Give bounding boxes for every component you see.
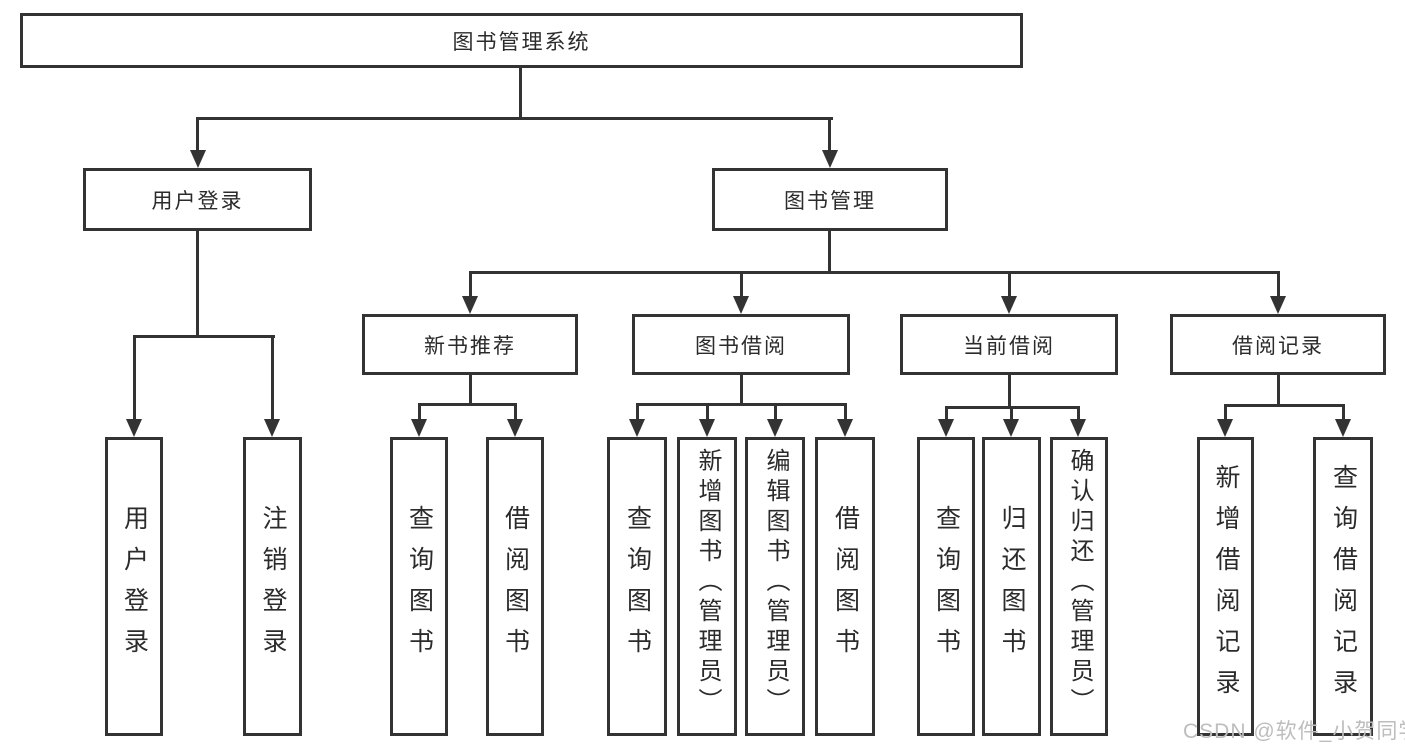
leaf-label: 查询借阅记录 — [1329, 463, 1358, 710]
leaf-query-borrow-record: 查询借阅记录 — [1313, 437, 1373, 736]
node-book-management: 图书管理 — [712, 168, 948, 231]
connector-group-stem — [1008, 373, 1011, 409]
connector-leaf-stem — [418, 403, 421, 421]
connector-group-hline — [418, 403, 517, 406]
leaf-add-books-admin: 新增图书（管理员） — [677, 437, 737, 736]
leaf-edit-books-admin: 编辑图书（管理员） — [745, 437, 805, 736]
connector-leaf-stem — [514, 403, 517, 421]
leaf-label: 编辑图书（管理员） — [762, 448, 789, 718]
connector-leaf-stem — [1342, 404, 1345, 421]
arrowhead-down-icon — [1003, 419, 1019, 437]
connector-root-stem — [519, 66, 522, 119]
arrowhead-down-icon — [629, 419, 645, 437]
connector-level3-stem — [1277, 271, 1280, 299]
csdn-watermark: CSDN @软件_小贺同学 — [1183, 720, 1405, 743]
connector-leaf-stem — [774, 403, 777, 421]
connector-level3-stem — [740, 271, 743, 299]
leaf-logout: 注销登录 — [243, 437, 302, 736]
node-label: 图书管理系统 — [452, 30, 591, 54]
connector-leaf-stem — [133, 335, 136, 421]
leaf-label: 借阅图书 — [501, 504, 530, 669]
leaf-label: 新增借阅记录 — [1212, 463, 1240, 710]
arrowhead-down-icon — [733, 296, 749, 314]
leaf-label: 新增图书（管理员） — [694, 448, 721, 718]
connector-group-stem — [469, 373, 472, 406]
arrowhead-down-icon — [190, 150, 206, 168]
leaf-user-login: 用户登录 — [105, 437, 163, 736]
node-label: 当前借阅 — [963, 334, 1055, 358]
leaf-label: 注销登录 — [259, 504, 287, 669]
arrowhead-down-icon — [1217, 419, 1233, 437]
connector-level3-stem — [1008, 271, 1011, 299]
node-book-borrowing: 图书借阅 — [632, 314, 850, 375]
node-user-login: 用户登录 — [83, 168, 312, 231]
node-label: 用户登录 — [151, 189, 244, 213]
arrowhead-down-icon — [264, 419, 280, 437]
connector-book-management-stem — [828, 117, 831, 151]
connector-leaf-stem — [844, 403, 847, 421]
arrowhead-down-icon — [1270, 296, 1286, 314]
connector-book-management-down — [828, 229, 831, 274]
connector-leaf-stem — [636, 403, 639, 421]
leaf-label: 归还图书 — [998, 504, 1026, 669]
arrowhead-down-icon — [822, 150, 838, 168]
connector-group-stem — [740, 373, 743, 406]
arrowhead-down-icon — [699, 419, 715, 437]
leaf-label: 查询图书 — [405, 504, 434, 669]
leaf-query-books-current: 查询图书 — [917, 437, 975, 736]
leaf-label: 用户登录 — [120, 504, 149, 669]
leaf-label: 确认归还（管理员） — [1066, 448, 1093, 718]
leaf-query-books-borrow: 查询图书 — [607, 437, 667, 736]
leaf-label: 查询图书 — [623, 504, 652, 669]
arrowhead-down-icon — [837, 419, 853, 437]
connector-leaf-stem — [1010, 406, 1013, 421]
arrowhead-down-icon — [767, 419, 783, 437]
connector-root-hline — [196, 117, 833, 120]
node-label: 图书管理 — [784, 189, 876, 213]
leaf-query-books-recommend: 查询图书 — [390, 437, 448, 736]
leaf-borrow-books-recommend: 借阅图书 — [486, 437, 544, 736]
node-label: 新书推荐 — [424, 334, 516, 358]
arrowhead-down-icon — [126, 419, 142, 437]
arrowhead-down-icon — [507, 419, 523, 437]
connector-level3-stem — [469, 271, 472, 299]
connector-user-login-hline — [133, 335, 275, 338]
arrowhead-down-icon — [938, 419, 954, 437]
connector-leaf-stem — [945, 406, 948, 421]
connector-leaf-stem — [1077, 406, 1080, 421]
node-label: 借阅记录 — [1232, 334, 1324, 358]
arrowhead-down-icon — [411, 419, 427, 437]
connector-level3-hline — [469, 271, 1280, 274]
arrowhead-down-icon — [1335, 419, 1351, 437]
arrowhead-down-icon — [1001, 296, 1017, 314]
node-label: 图书借阅 — [695, 334, 787, 358]
arrowhead-down-icon — [1070, 419, 1086, 437]
connector-leaf-stem — [706, 403, 709, 421]
connector-leaf-stem — [1224, 404, 1227, 421]
connector-group-hline — [636, 403, 846, 406]
leaf-confirm-return-admin: 确认归还（管理员） — [1050, 437, 1108, 736]
connector-group-stem — [1277, 373, 1280, 407]
arrowhead-down-icon — [462, 296, 478, 314]
leaf-borrow-books: 借阅图书 — [815, 437, 875, 736]
connector-group-hline — [1224, 404, 1344, 407]
node-borrowing-records: 借阅记录 — [1170, 314, 1386, 375]
leaf-add-borrow-record: 新增借阅记录 — [1197, 437, 1254, 736]
node-current-borrowing: 当前借阅 — [900, 314, 1118, 375]
connector-user-login-stem — [196, 117, 199, 151]
leaf-return-books: 归还图书 — [982, 437, 1041, 736]
node-new-book-recommendation: 新书推荐 — [362, 314, 578, 375]
node-library-management-system: 图书管理系统 — [20, 13, 1023, 68]
leaf-label: 借阅图书 — [831, 504, 860, 669]
connector-user-login-down — [196, 229, 199, 338]
connector-leaf-stem — [271, 335, 274, 421]
leaf-label: 查询图书 — [932, 504, 961, 669]
